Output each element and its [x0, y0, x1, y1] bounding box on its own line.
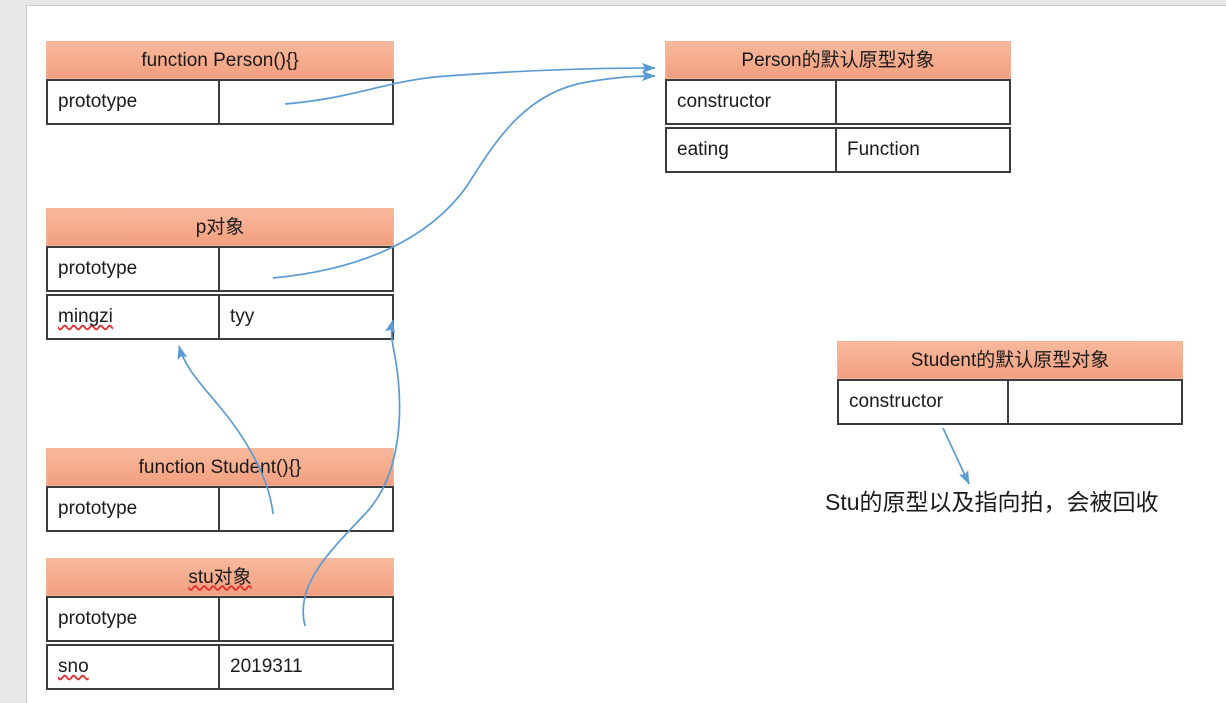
table-row: eating Function: [665, 127, 1011, 173]
table-person-prototype: Person的默认原型对象 constructor eating Functio…: [665, 41, 1011, 173]
table-student-function: function Student(){} prototype: [46, 448, 394, 532]
cell-value: [220, 488, 392, 530]
diagram-canvas: function Person(){} prototype Person的默认原…: [26, 5, 1226, 703]
table-row: sno 2019311: [46, 644, 394, 690]
table-row: prototype: [46, 79, 394, 125]
caption-text: Stu的原型以及指向拍，会被回收: [825, 489, 1159, 515]
table-person-function: function Person(){} prototype: [46, 41, 394, 125]
cell-key: prototype: [48, 248, 220, 290]
table-title-stu-object: stu对象: [46, 558, 394, 596]
arrow-student-proto-to-caption: [942, 427, 970, 485]
table-title-p-object: p对象: [46, 208, 394, 246]
cell-key-text: sno: [58, 656, 89, 677]
cell-key: prototype: [48, 488, 220, 530]
cell-value: [1009, 381, 1181, 423]
table-p-object: p对象 prototype mingzi tyy: [46, 208, 394, 340]
cell-key: mingzi: [48, 296, 220, 338]
cell-value: [220, 598, 392, 640]
table-title-person-prototype: Person的默认原型对象: [665, 41, 1011, 79]
diagram-sheet: function Person(){} prototype Person的默认原…: [27, 6, 1226, 703]
table-row: prototype: [46, 246, 394, 292]
table-title-person-function: function Person(){}: [46, 41, 394, 79]
table-row: constructor: [837, 379, 1183, 425]
table-title-stu-object-text: stu对象: [188, 566, 252, 588]
cell-key: constructor: [667, 81, 837, 123]
cell-value: Function: [847, 139, 920, 160]
cell-key: eating: [667, 129, 837, 171]
cell-value: [220, 81, 392, 123]
cell-value: tyy: [230, 306, 255, 327]
table-row: mingzi tyy: [46, 294, 394, 340]
table-title-student-function: function Student(){}: [46, 448, 394, 486]
table-stu-object: stu对象 prototype sno 2019311: [46, 558, 394, 690]
table-row: prototype: [46, 486, 394, 532]
table-student-prototype: Student的默认原型对象 constructor: [837, 341, 1183, 425]
cell-key-text: mingzi: [58, 306, 113, 327]
cell-key: sno: [48, 646, 220, 688]
cell-key: prototype: [48, 81, 220, 123]
table-title-student-prototype: Student的默认原型对象: [837, 341, 1183, 379]
cell-value: [220, 248, 392, 290]
cell-value: [837, 81, 1009, 123]
cell-value: 2019311: [230, 656, 303, 677]
cell-key: constructor: [839, 381, 1009, 423]
cell-key: prototype: [48, 598, 220, 640]
table-row: constructor: [665, 79, 1011, 125]
table-row: prototype: [46, 596, 394, 642]
